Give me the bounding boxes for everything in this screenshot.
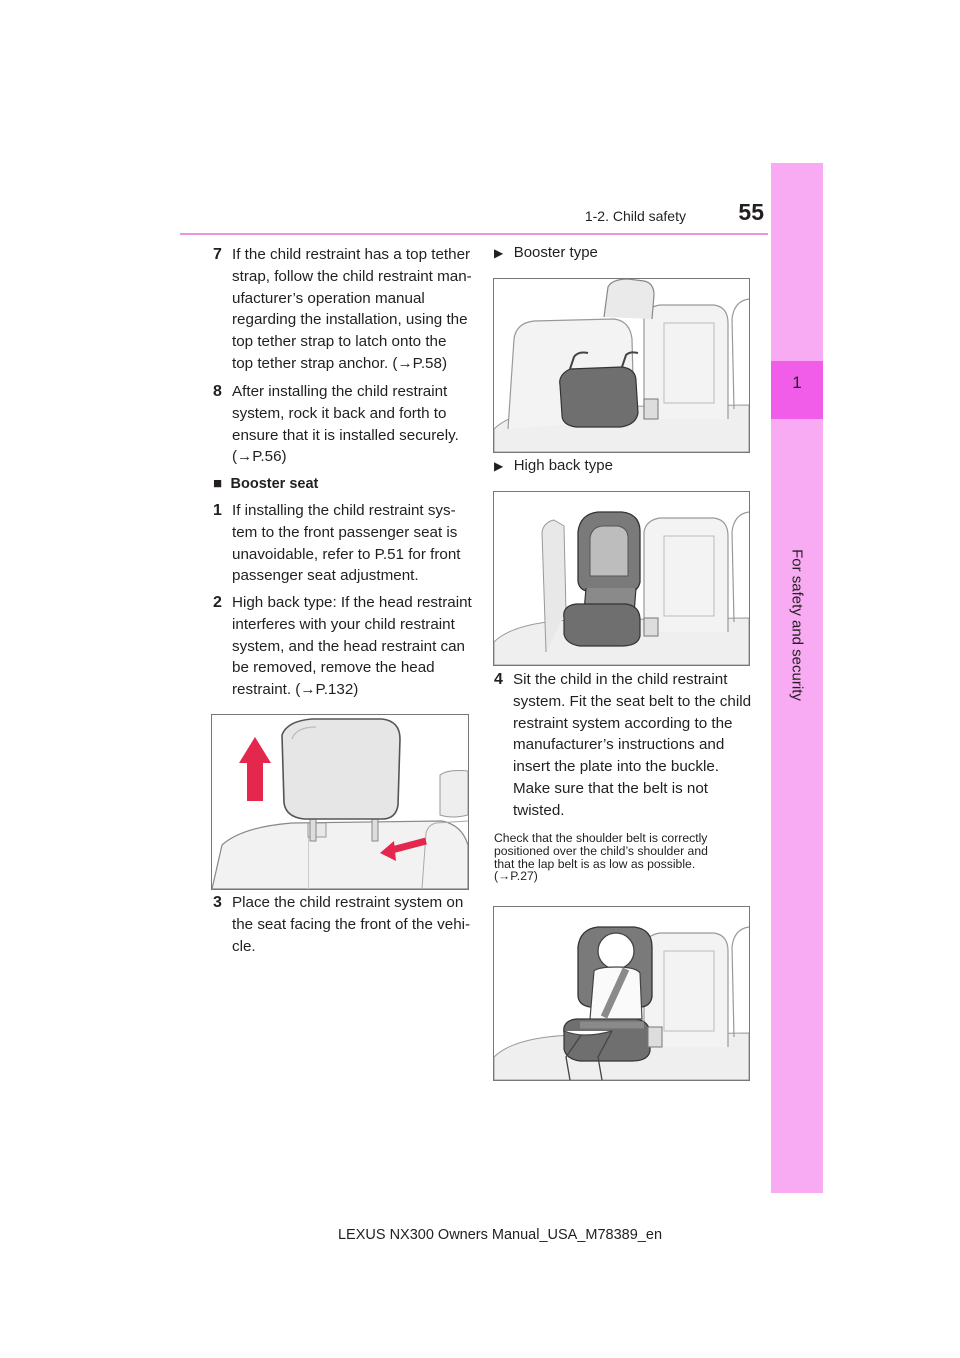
booster-type-label: ▶ Booster type xyxy=(494,244,598,261)
section-title: 1-2. Child safety xyxy=(584,208,686,224)
chapter-number: 1 xyxy=(792,373,802,392)
high-back-seat-illustration xyxy=(494,511,749,665)
booster-type-figure xyxy=(493,278,750,453)
step-1: 1 If installing the child restraint sys-… xyxy=(213,502,461,585)
footer-manual-id: LEXUS NX300 Owners Manual_USA_M78389_en xyxy=(337,1227,663,1243)
square-bullet-icon: ■ xyxy=(213,475,223,492)
step-2: 2 High back type: If the head restraint … xyxy=(213,594,472,699)
step-4: 4 Sit the child in the child restraint s… xyxy=(494,671,752,819)
chapter-sidebar xyxy=(771,163,823,1193)
high-back-type-figure xyxy=(493,491,750,666)
step-8: 8 After installing the child restraint s… xyxy=(213,383,459,466)
page-number: 55 xyxy=(738,199,764,225)
seat-belt-note: Check that the shoulder belt is correctl… xyxy=(494,831,708,884)
head-restraint-illustration xyxy=(212,718,468,889)
child-in-seat-illustration xyxy=(494,926,749,1080)
booster-seat-illustration xyxy=(494,279,749,452)
header-rule xyxy=(180,233,768,235)
booster-seat-heading: ■ Booster seat xyxy=(213,475,319,492)
high-back-type-label: ▶ High back type xyxy=(494,457,613,474)
chapter-title: For safety and security xyxy=(788,549,806,701)
head-restraint-removal-figure xyxy=(211,714,469,890)
triangle-bullet-icon: ▶ xyxy=(494,246,504,260)
step-7: 7 If the child restraint has a top tethe… xyxy=(213,246,472,372)
triangle-bullet-icon: ▶ xyxy=(494,459,504,473)
step-3: 3 Place the child restraint system on th… xyxy=(213,894,471,955)
chapter-tab xyxy=(771,361,823,419)
child-seated-figure xyxy=(493,906,750,1081)
